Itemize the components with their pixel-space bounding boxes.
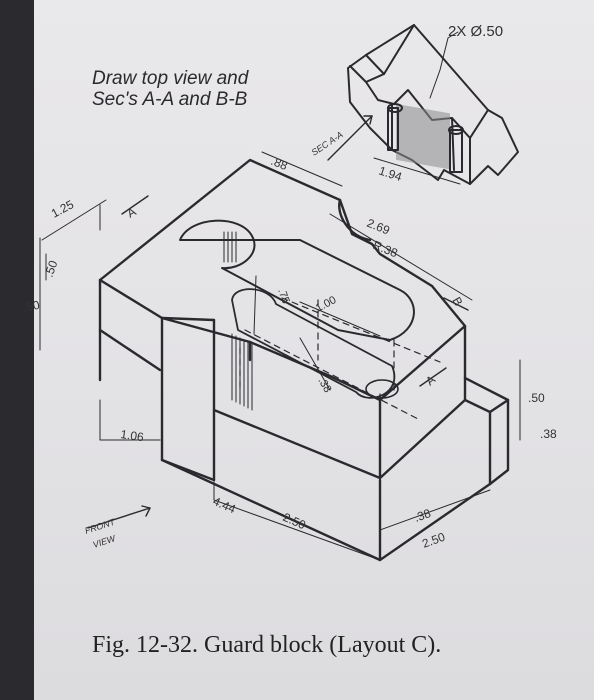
dim-holes: 2X Ø.50	[448, 23, 503, 40]
instruction-line-1: Draw top view and	[92, 68, 249, 89]
slot-hatch	[223, 231, 253, 411]
dim-4-44: 4.44	[211, 494, 238, 516]
cut-label-b: B	[449, 295, 465, 309]
hidden-lines	[239, 297, 441, 421]
instruction-text: Draw top view and Sec's A-A and B-B	[92, 68, 248, 110]
dim-0-50-c: .50	[528, 391, 545, 405]
section-aa-view	[347, 24, 519, 185]
dim-0-50-b: .50	[22, 298, 42, 315]
dim-1-94: 1.94	[377, 164, 404, 185]
dim-0-88: .88	[269, 154, 290, 173]
cut-label-a-top: A	[125, 204, 139, 220]
cutting-plane-arrows	[87, 195, 469, 529]
dim-0-50-a: .50	[42, 258, 61, 279]
dimension-lines	[39, 151, 521, 561]
dim-0-75: .75	[275, 287, 292, 305]
dim-2-50-b: 2.50	[420, 530, 447, 551]
figure-caption: Fig. 12-32. Guard block (Layout C).	[92, 632, 442, 658]
dim-1-00: 1.00	[314, 294, 339, 315]
sec-aa-label: SEC A-A	[310, 129, 345, 157]
instruction-line-2: Sec's A-A and B-B	[92, 89, 248, 110]
dim-1-06: 1.06	[120, 427, 145, 444]
sec-aa-arrow	[327, 115, 373, 161]
dim-2-69: 2.69	[365, 216, 392, 238]
dim-1-25: 1.25	[49, 197, 76, 220]
front-view-label-2: VIEW	[92, 533, 118, 550]
dim-0-38-c: .38	[540, 427, 557, 441]
dim-0-38-b: .38	[412, 506, 433, 525]
